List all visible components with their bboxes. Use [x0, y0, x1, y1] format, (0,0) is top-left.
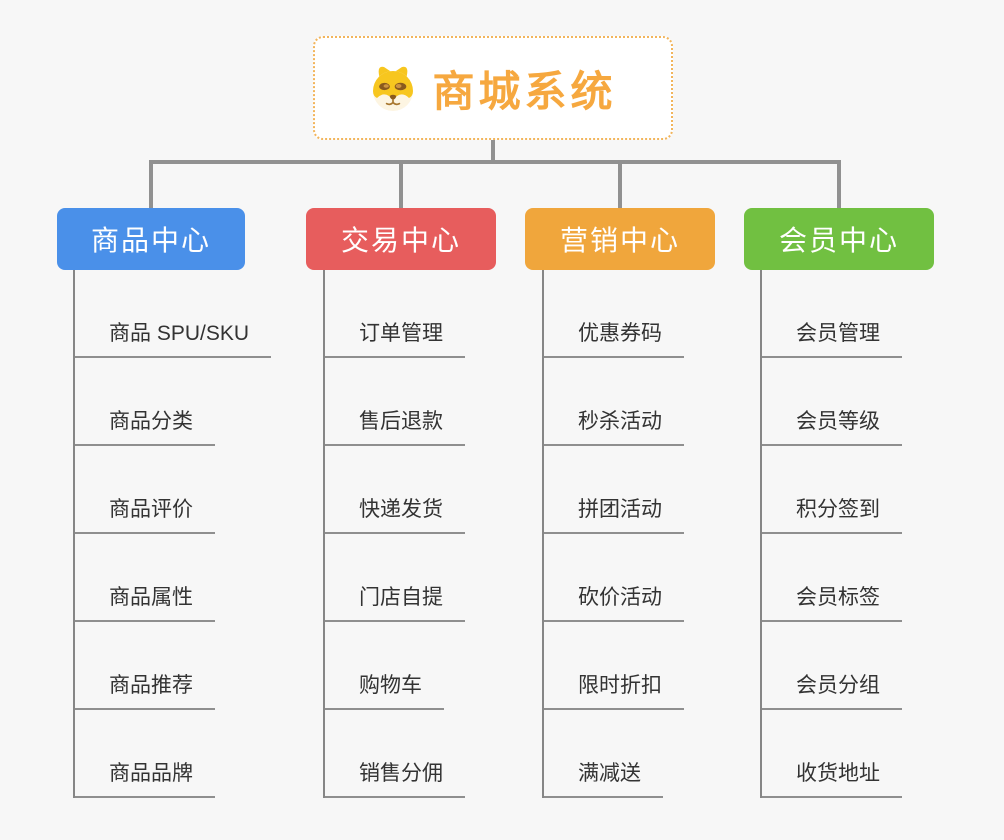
subtopic-item[interactable]: 会员分组 — [762, 622, 902, 710]
branch-node-products[interactable]: 商品中心 — [57, 208, 245, 270]
subtopic-item[interactable]: 收货地址 — [762, 710, 902, 798]
shiba-dog-icon — [373, 66, 414, 111]
subtopic-label: 商品推荐 — [75, 669, 215, 710]
subtopic-label: 满减送 — [544, 757, 663, 798]
subtopic-label: 销售分佣 — [325, 757, 465, 798]
branch-node-members[interactable]: 会员中心 — [744, 208, 934, 270]
subtopic-label: 会员标签 — [762, 581, 902, 622]
connector-drop — [837, 160, 841, 208]
subtopic-label: 商品属性 — [75, 581, 215, 622]
subtopic-label: 商品品牌 — [75, 757, 215, 798]
subtopic-label: 限时折扣 — [544, 669, 684, 710]
subtopic-item[interactable]: 限时折扣 — [544, 622, 684, 710]
subtopic-item[interactable]: 购物车 — [325, 622, 465, 710]
connector-root-stub — [491, 138, 495, 164]
branch-node-marketing[interactable]: 营销中心 — [525, 208, 715, 270]
connector-drop — [149, 160, 153, 208]
branch-node-trade[interactable]: 交易中心 — [306, 208, 496, 270]
branch-column-products: 商品 SPU/SKU 商品分类 商品评价 商品属性 商品推荐 商品品牌 — [73, 270, 272, 798]
subtopic-item[interactable]: 售后退款 — [325, 358, 465, 446]
subtopic-label: 订单管理 — [325, 317, 465, 358]
subtopic-item[interactable]: 满减送 — [544, 710, 684, 798]
subtopic-label: 优惠券码 — [544, 317, 684, 358]
subtopic-label: 商品 SPU/SKU — [75, 317, 272, 358]
subtopic-label: 秒杀活动 — [544, 405, 684, 446]
subtopic-item[interactable]: 拼团活动 — [544, 446, 684, 534]
subtopic-item[interactable]: 商品推荐 — [75, 622, 271, 710]
branch-column-members: 会员管理 会员等级 积分签到 会员标签 会员分组 收货地址 — [760, 270, 902, 798]
branch-label: 会员中心 — [778, 225, 899, 256]
branch-label: 商品中心 — [90, 225, 211, 256]
subtopic-label: 购物车 — [325, 669, 444, 710]
subtopic-label: 砍价活动 — [544, 581, 684, 622]
subtopic-item[interactable]: 会员管理 — [762, 270, 902, 358]
subtopic-label: 会员管理 — [762, 317, 902, 358]
subtopic-label: 门店自提 — [325, 581, 465, 622]
subtopic-label: 商品分类 — [75, 405, 215, 446]
subtopic-label: 售后退款 — [325, 405, 465, 446]
branch-label: 交易中心 — [340, 225, 461, 256]
subtopic-label: 快递发货 — [325, 493, 465, 534]
subtopic-item[interactable]: 商品分类 — [75, 358, 271, 446]
branch-column-marketing: 优惠券码 秒杀活动 拼团活动 砍价活动 限时折扣 满减送 — [542, 270, 684, 798]
subtopic-item[interactable]: 优惠券码 — [544, 270, 684, 358]
root-topic-node[interactable]: 商城系统 — [313, 36, 673, 140]
subtopic-item[interactable]: 销售分佣 — [325, 710, 465, 798]
subtopic-item[interactable]: 砍价活动 — [544, 534, 684, 622]
subtopic-item[interactable]: 商品属性 — [75, 534, 271, 622]
subtopic-item[interactable]: 积分签到 — [762, 446, 902, 534]
root-topic-title: 商城系统 — [432, 67, 617, 115]
subtopic-item[interactable]: 商品 SPU/SKU — [75, 270, 272, 358]
branch-column-trade: 订单管理 售后退款 快递发货 门店自提 购物车 销售分佣 — [323, 270, 465, 798]
subtopic-item[interactable]: 门店自提 — [325, 534, 465, 622]
subtopic-item[interactable]: 会员标签 — [762, 534, 902, 622]
subtopic-label: 会员分组 — [762, 669, 902, 710]
subtopic-item[interactable]: 会员等级 — [762, 358, 902, 446]
connector-bus — [149, 160, 841, 164]
connector-drop — [618, 160, 622, 208]
subtopic-item[interactable]: 商品评价 — [75, 446, 271, 534]
subtopic-item[interactable]: 秒杀活动 — [544, 358, 684, 446]
connector-drop — [399, 160, 403, 208]
subtopic-label: 拼团活动 — [544, 493, 684, 534]
branch-label: 营销中心 — [559, 225, 680, 256]
subtopic-item[interactable]: 商品品牌 — [75, 710, 271, 798]
subtopic-label: 会员等级 — [762, 405, 902, 446]
subtopic-item[interactable]: 快递发货 — [325, 446, 465, 534]
subtopic-label: 商品评价 — [75, 493, 215, 534]
subtopic-item[interactable]: 订单管理 — [325, 270, 465, 358]
subtopic-label: 收货地址 — [762, 757, 902, 798]
subtopic-label: 积分签到 — [762, 493, 902, 534]
